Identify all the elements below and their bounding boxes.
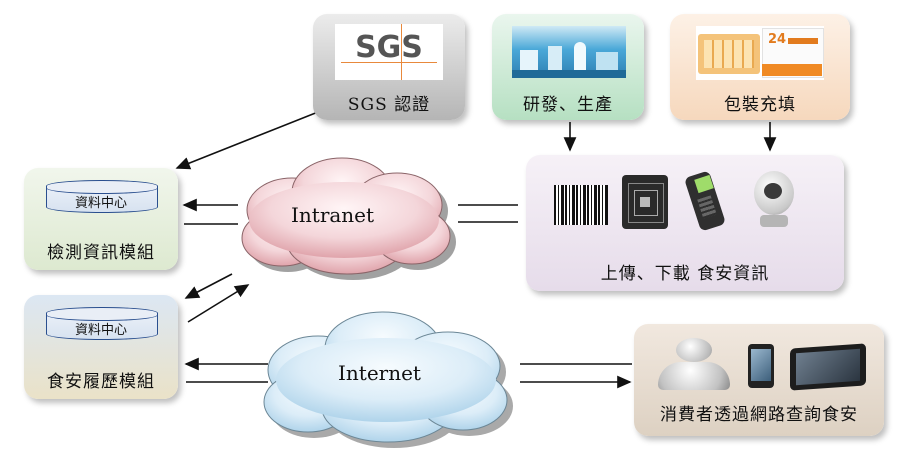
consumer-label: 消費者透過網路查詢食安 <box>660 405 858 425</box>
history-label: 食安履歷模組 <box>47 372 155 392</box>
packaging-box: 24 包裝充填 <box>670 14 850 120</box>
package-image: 24 <box>696 26 824 80</box>
intranet-cloud <box>241 157 456 280</box>
history-data-center: 資料中心 <box>46 307 158 341</box>
desktop-scanner-icon <box>750 171 798 231</box>
inspection-data-center: 資料中心 <box>46 180 158 214</box>
arrow-intranet-to-history <box>184 273 233 299</box>
sgs-logo: SGS <box>335 24 443 80</box>
internet-label: Internet <box>338 361 421 385</box>
intranet-label: Intranet <box>291 203 375 227</box>
sgs-certification-box: SGS SGS 認證 <box>313 14 465 120</box>
factory-image <box>512 26 626 78</box>
phone-icon <box>748 344 774 388</box>
sgs-label: SGS 認證 <box>347 95 431 115</box>
inspection-label: 檢測資訊模組 <box>47 243 155 263</box>
consumer-query-box: 消費者透過網路查詢食安 <box>634 324 884 436</box>
rnd-production-box: 研發、生產 <box>492 14 644 120</box>
tablet-icon <box>790 343 866 391</box>
arrow-sgs-to-inspection <box>175 111 319 170</box>
inspection-module-box: 資料中心 檢測資訊模組 <box>24 168 178 270</box>
package-number: 24 <box>768 32 787 47</box>
upload-download-label: 上傳、下載 食安資訊 <box>600 264 770 284</box>
arrow-history-to-intranet <box>187 284 250 323</box>
history-data-center-label: 資料中心 <box>74 323 127 338</box>
inspection-data-center-label: 資料中心 <box>74 196 127 211</box>
barcode-icon <box>554 185 608 225</box>
handheld-scanner-icon <box>682 167 732 233</box>
upload-download-box: 上傳、下載 食安資訊 <box>526 155 844 291</box>
rfid-chip-icon <box>622 175 668 229</box>
sgs-logo-text: SGS <box>355 30 423 65</box>
rnd-label: 研發、生產 <box>523 95 613 115</box>
user-icon <box>654 338 734 390</box>
internet-cloud <box>263 311 513 448</box>
packaging-label: 包裝充填 <box>724 95 796 115</box>
history-module-box: 資料中心 食安履歷模組 <box>24 295 178 399</box>
